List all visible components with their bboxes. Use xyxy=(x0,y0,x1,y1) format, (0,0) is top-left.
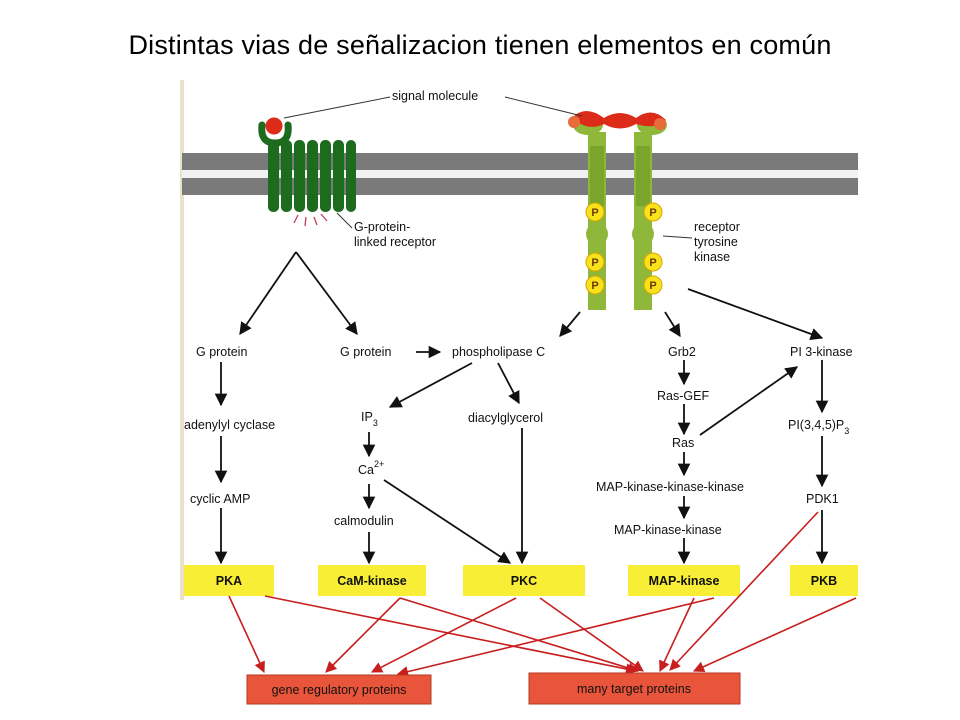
pathway-arrows xyxy=(214,251,829,565)
svg-text:P: P xyxy=(591,257,598,269)
node-ras-gef: Ras-GEF xyxy=(657,389,709,403)
signal-molecule-rtk xyxy=(568,111,666,130)
node-mapkkk: MAP-kinase-kinase-kinase xyxy=(596,480,744,494)
rtk-label-line2: tyrosine xyxy=(694,235,738,249)
node-pdk1: PDK1 xyxy=(806,492,839,506)
node-pi3-kinase: PI 3-kinase xyxy=(790,345,853,359)
phosphate-right-3: P xyxy=(643,275,663,295)
phosphate-left-3: P xyxy=(585,275,605,295)
phosphate-right-1: P xyxy=(643,202,663,222)
gpcr-label-line1: G-protein- xyxy=(354,220,410,234)
node-diacylglycerol: diacylglycerol xyxy=(468,411,543,425)
svg-text:P: P xyxy=(591,280,598,292)
svg-text:P: P xyxy=(591,207,598,219)
phosphate-right-2: P xyxy=(643,252,663,272)
node-ras: Ras xyxy=(672,436,694,450)
target-box-many-targets: many target proteins xyxy=(528,672,741,705)
callout-lines xyxy=(283,96,693,239)
kinase-label-pkb: PKB xyxy=(811,574,837,588)
target-label-gene-regulatory: gene regulatory proteins xyxy=(272,683,407,697)
node-ip3: IP3 xyxy=(361,410,378,428)
node-grb2: Grb2 xyxy=(668,345,696,359)
kinase-box-pkb: PKB xyxy=(790,565,858,596)
node-cyclic-amp: cyclic AMP xyxy=(190,492,250,506)
target-box-gene-regulatory: gene regulatory proteins xyxy=(246,674,432,705)
kinase-label-pka: PKA xyxy=(216,574,242,588)
kinase-box-pka: PKA xyxy=(184,565,274,596)
target-arrows xyxy=(228,511,857,678)
kinase-box-camk: CaM-kinase xyxy=(318,565,426,596)
node-ca2: Ca2+ xyxy=(358,459,384,477)
node-calmodulin: calmodulin xyxy=(334,514,394,528)
page-title: Distintas vias de señalizacion tienen el… xyxy=(128,30,832,60)
kinase-label-pkc: PKC xyxy=(511,574,537,588)
svg-text:P: P xyxy=(649,257,656,269)
g-protein-linked-receptor xyxy=(258,121,356,227)
node-pip3: PI(3,4,5)P3 xyxy=(788,418,849,436)
kinase-label-mapk: MAP-kinase xyxy=(649,574,720,588)
kinase-label-camk: CaM-kinase xyxy=(337,574,407,588)
phosphate-left-1: P xyxy=(585,202,605,222)
signal-molecule-label: signal molecule xyxy=(392,89,478,103)
scan-edge xyxy=(180,80,184,600)
signal-molecule-gpcr xyxy=(265,117,283,135)
gpcr-label-line2: linked receptor xyxy=(354,235,436,249)
kinase-box-pkc: PKC xyxy=(463,565,585,596)
node-mapkk: MAP-kinase-kinase xyxy=(614,523,722,537)
target-label-many-targets: many target proteins xyxy=(577,682,691,696)
node-phospholipase-c: phospholipase C xyxy=(452,345,545,359)
rtk-label-line1: receptor xyxy=(694,220,740,234)
node-adenylyl-cyclase: adenylyl cyclase xyxy=(184,418,275,432)
phosphate-left-2: P xyxy=(585,252,605,272)
svg-text:P: P xyxy=(649,280,656,292)
svg-text:P: P xyxy=(649,207,656,219)
kinase-box-mapk: MAP-kinase xyxy=(628,565,740,596)
node-g-protein-2: G protein xyxy=(340,345,391,359)
rtk-label-line3: kinase xyxy=(694,250,730,264)
node-g-protein-1: G protein xyxy=(196,345,247,359)
